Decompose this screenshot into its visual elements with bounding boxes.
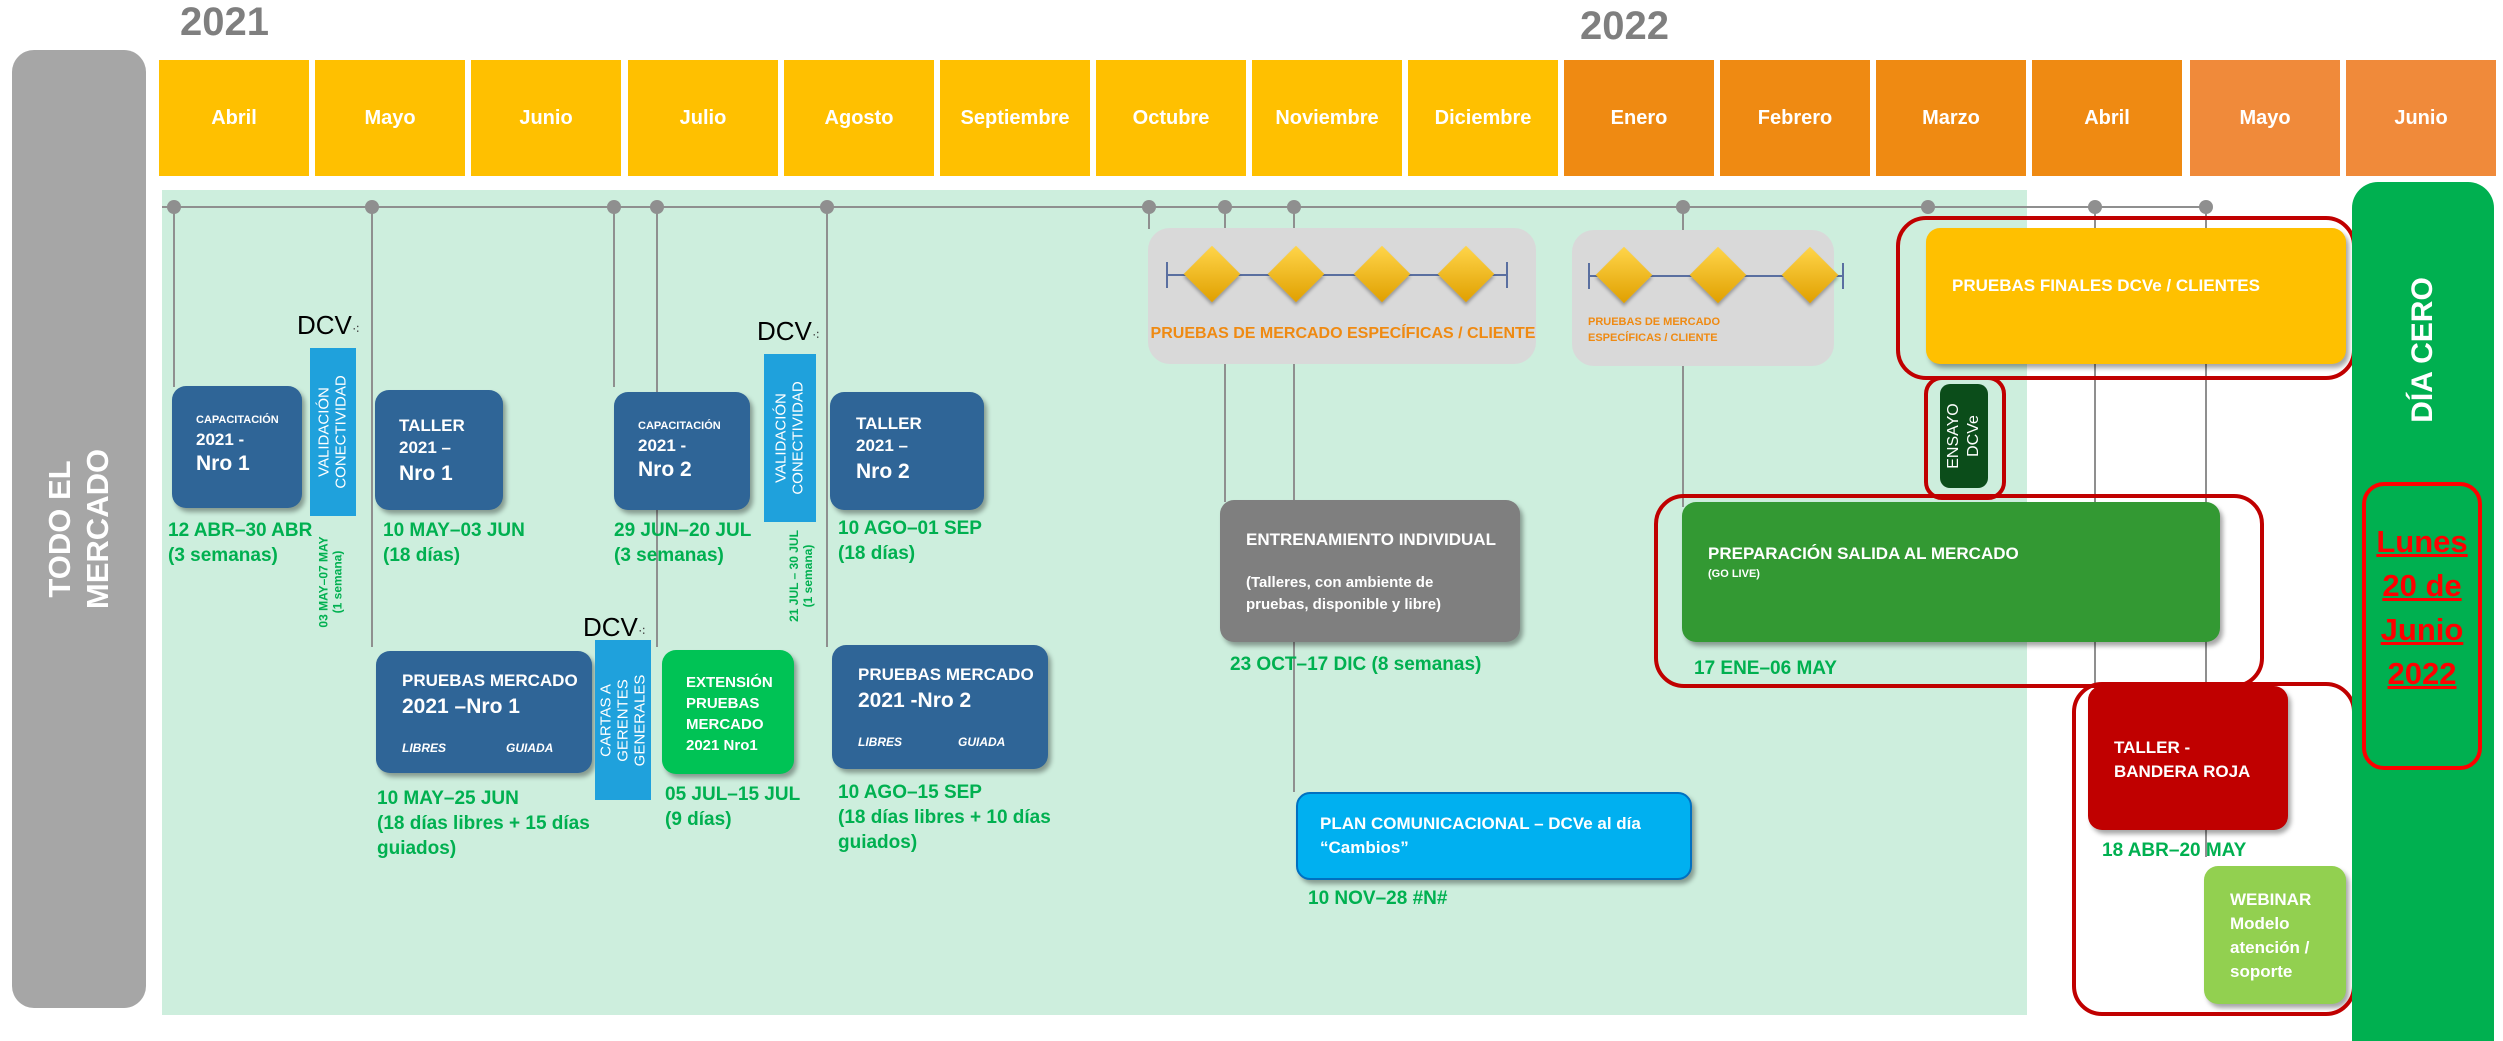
- taller-nro2-box: TALLER 2021 – Nro 2: [830, 392, 984, 510]
- connector-line: [1293, 207, 1295, 792]
- preparacion-salida-box: PREPARACIÓN SALIDA AL MERCADO (GO LIVE): [1682, 502, 2220, 642]
- month-agosto-2021: Agosto: [784, 60, 934, 176]
- month-abril-2021: Abril: [159, 60, 309, 176]
- connector-line: [2094, 207, 2096, 692]
- taller-nro1-box: TALLER 2021 – Nro 1: [375, 390, 503, 510]
- ensayo-dcve-frame: [1924, 376, 2006, 500]
- month-diciembre-2021: Diciembre: [1408, 60, 1558, 176]
- month-octubre-2021: Octubre: [1096, 60, 1246, 176]
- pruebas-finales-box: PRUEBAS FINALES DCVe / CLIENTES: [1926, 228, 2346, 364]
- diamond-track-end: [1166, 262, 1168, 288]
- connector-line: [826, 207, 828, 647]
- month-febrero-2022: Febrero: [1720, 60, 1870, 176]
- dia-cero-column: [2352, 182, 2494, 1041]
- plan-comunicacional-box: PLAN COMUNICACIONAL – DCVe al día “Cambi…: [1296, 792, 1692, 880]
- pruebas-mercado-nro1-box: PRUEBAS MERCADO 2021 –Nro 1 LIBRES GUIAD…: [376, 651, 592, 773]
- diamond-track: [1166, 274, 1508, 276]
- capacitacion-nro2-box: CAPACITACIÓN 2021 - Nro 2: [614, 392, 750, 510]
- dcv-logo: DCV⁖: [583, 612, 647, 642]
- dia-cero-date-frame: [2362, 482, 2482, 770]
- pruebas-especificas-label-1: PRUEBAS DE MERCADO ESPECÍFICAS / CLIENTE: [1150, 325, 1536, 342]
- month-abril-2022: Abril: [2032, 60, 2182, 176]
- validacion-date-2: 21 JUL – 30 JUL(1 semana): [787, 530, 816, 622]
- timeline-axis: [162, 206, 2212, 208]
- dcv-logo: DCV⁖: [297, 310, 361, 340]
- bandera-webinar-frame: [2072, 682, 2356, 1016]
- dia-cero-title: DÍA CERO: [2406, 277, 2439, 423]
- month-septiembre-2021: Septiembre: [940, 60, 1090, 176]
- entrenamiento-individual-box: ENTRENAMIENTO INDIVIDUAL (Talleres, con …: [1220, 500, 1520, 642]
- preparacion-salida-date: 17 ENE–06 MAY: [1694, 658, 1837, 679]
- extension-pruebas-date: 05 JUL–15 JUL(9 días): [665, 784, 801, 830]
- month-junio-2022: Junio: [2346, 60, 2496, 176]
- dia-cero-date: Lunes 20 de Junio 2022: [2376, 524, 2468, 691]
- capacitacion-nro2-date: 29 JUN–20 JUL(3 semanas): [614, 520, 752, 566]
- extension-pruebas-box: EXTENSIÓN PRUEBAS MERCADO 2021 Nro1: [662, 650, 794, 774]
- month-julio-2021: Julio: [628, 60, 778, 176]
- side-bar: [12, 50, 146, 1008]
- month-marzo-2022: Marzo: [1876, 60, 2026, 176]
- pruebas-especificas-panel-2: [1572, 230, 1834, 366]
- taller-nro1-date: 10 MAY–03 JUN(18 días): [383, 520, 525, 566]
- month-mayo-2021: Mayo: [315, 60, 465, 176]
- dcv-logo: DCV⁖: [757, 316, 821, 346]
- taller-bandera-roja-date: 18 ABR–20 MAY: [2102, 840, 2247, 861]
- pruebas-finales-frame: [1896, 216, 2356, 380]
- taller-nro2-date: 10 AGO–01 SEP(18 días): [838, 518, 982, 564]
- diamond-track-end: [1842, 263, 1844, 289]
- taller-bandera-roja-box: TALLER - BANDERA ROJA: [2088, 686, 2288, 830]
- diamond-track-end: [1588, 263, 1590, 289]
- diamond-track-end: [1506, 262, 1508, 288]
- month-noviembre-2021: Noviembre: [1252, 60, 1402, 176]
- entrenamiento-individual-date: 23 OCT–17 DIC (8 semanas): [1230, 654, 1482, 675]
- pruebas-mercado-nro2-box: PRUEBAS MERCADO 2021 -Nro 2 LIBRES GUIAD…: [832, 645, 1048, 769]
- connector-line: [613, 207, 615, 387]
- connector-line: [1148, 207, 1150, 229]
- capacitacion-nro1-box: CAPACITACIÓN 2021 - Nro 1: [172, 386, 302, 508]
- webinar-box: WEBINAR Modelo atención / soporte: [2204, 866, 2346, 1004]
- connector-line: [173, 207, 175, 387]
- capacitacion-nro1-date: 12 ABR–30 ABR(3 semanas): [168, 520, 313, 566]
- year-2021: 2021: [180, 0, 269, 44]
- month-junio-2021: Junio: [471, 60, 621, 176]
- year-2022: 2022: [1580, 4, 1669, 48]
- validacion-date-1: 03 MAY–07 MAY(1 semana): [317, 536, 346, 628]
- month-enero-2022: Enero: [1564, 60, 1714, 176]
- month-mayo-2022: Mayo: [2190, 60, 2340, 176]
- connector-line: [371, 207, 373, 647]
- timeline-dot: [1921, 200, 1935, 214]
- plan-comunicacional-date: 10 NOV–28 #N#: [1308, 888, 1448, 909]
- preparacion-salida-frame: [1654, 494, 2264, 688]
